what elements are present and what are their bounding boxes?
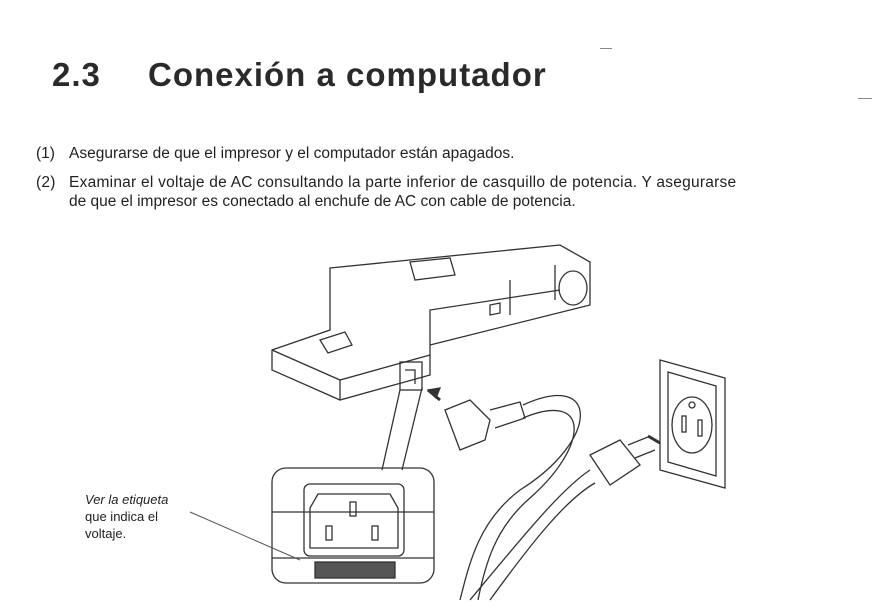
power-cable <box>426 387 661 601</box>
caption-line: voltaje. <box>85 526 127 541</box>
scan-mark <box>600 48 612 49</box>
step-text: Examinar el voltaje de AC consultando la… <box>69 174 737 191</box>
figure-caption: Ver la etiqueta que indica el voltaje. <box>85 491 168 542</box>
caption-line: que indica el <box>85 509 158 524</box>
wall-outlet <box>659 359 726 489</box>
printer-illustration <box>271 244 591 401</box>
step-text: Asegurarse de que el impresor y el compu… <box>69 145 515 162</box>
section-title: Conexión a computador <box>148 56 547 93</box>
power-socket-inset <box>271 467 435 584</box>
scan-mark <box>858 98 872 99</box>
section-number: 2.3 <box>52 56 101 93</box>
step-2-continuation: de que el impresor es conectado al enchu… <box>69 193 576 210</box>
step-2: (2) Examinar el voltaje de AC consultando… <box>36 174 736 192</box>
step-marker: (2) <box>36 174 56 191</box>
step-1: (1) Asegurarse de que el impresor y el co… <box>36 145 514 163</box>
caption-line: Ver la etiqueta <box>85 492 169 507</box>
step-marker: (1) <box>36 145 55 162</box>
section-heading: 2.3 Conexión a computador <box>52 56 547 94</box>
